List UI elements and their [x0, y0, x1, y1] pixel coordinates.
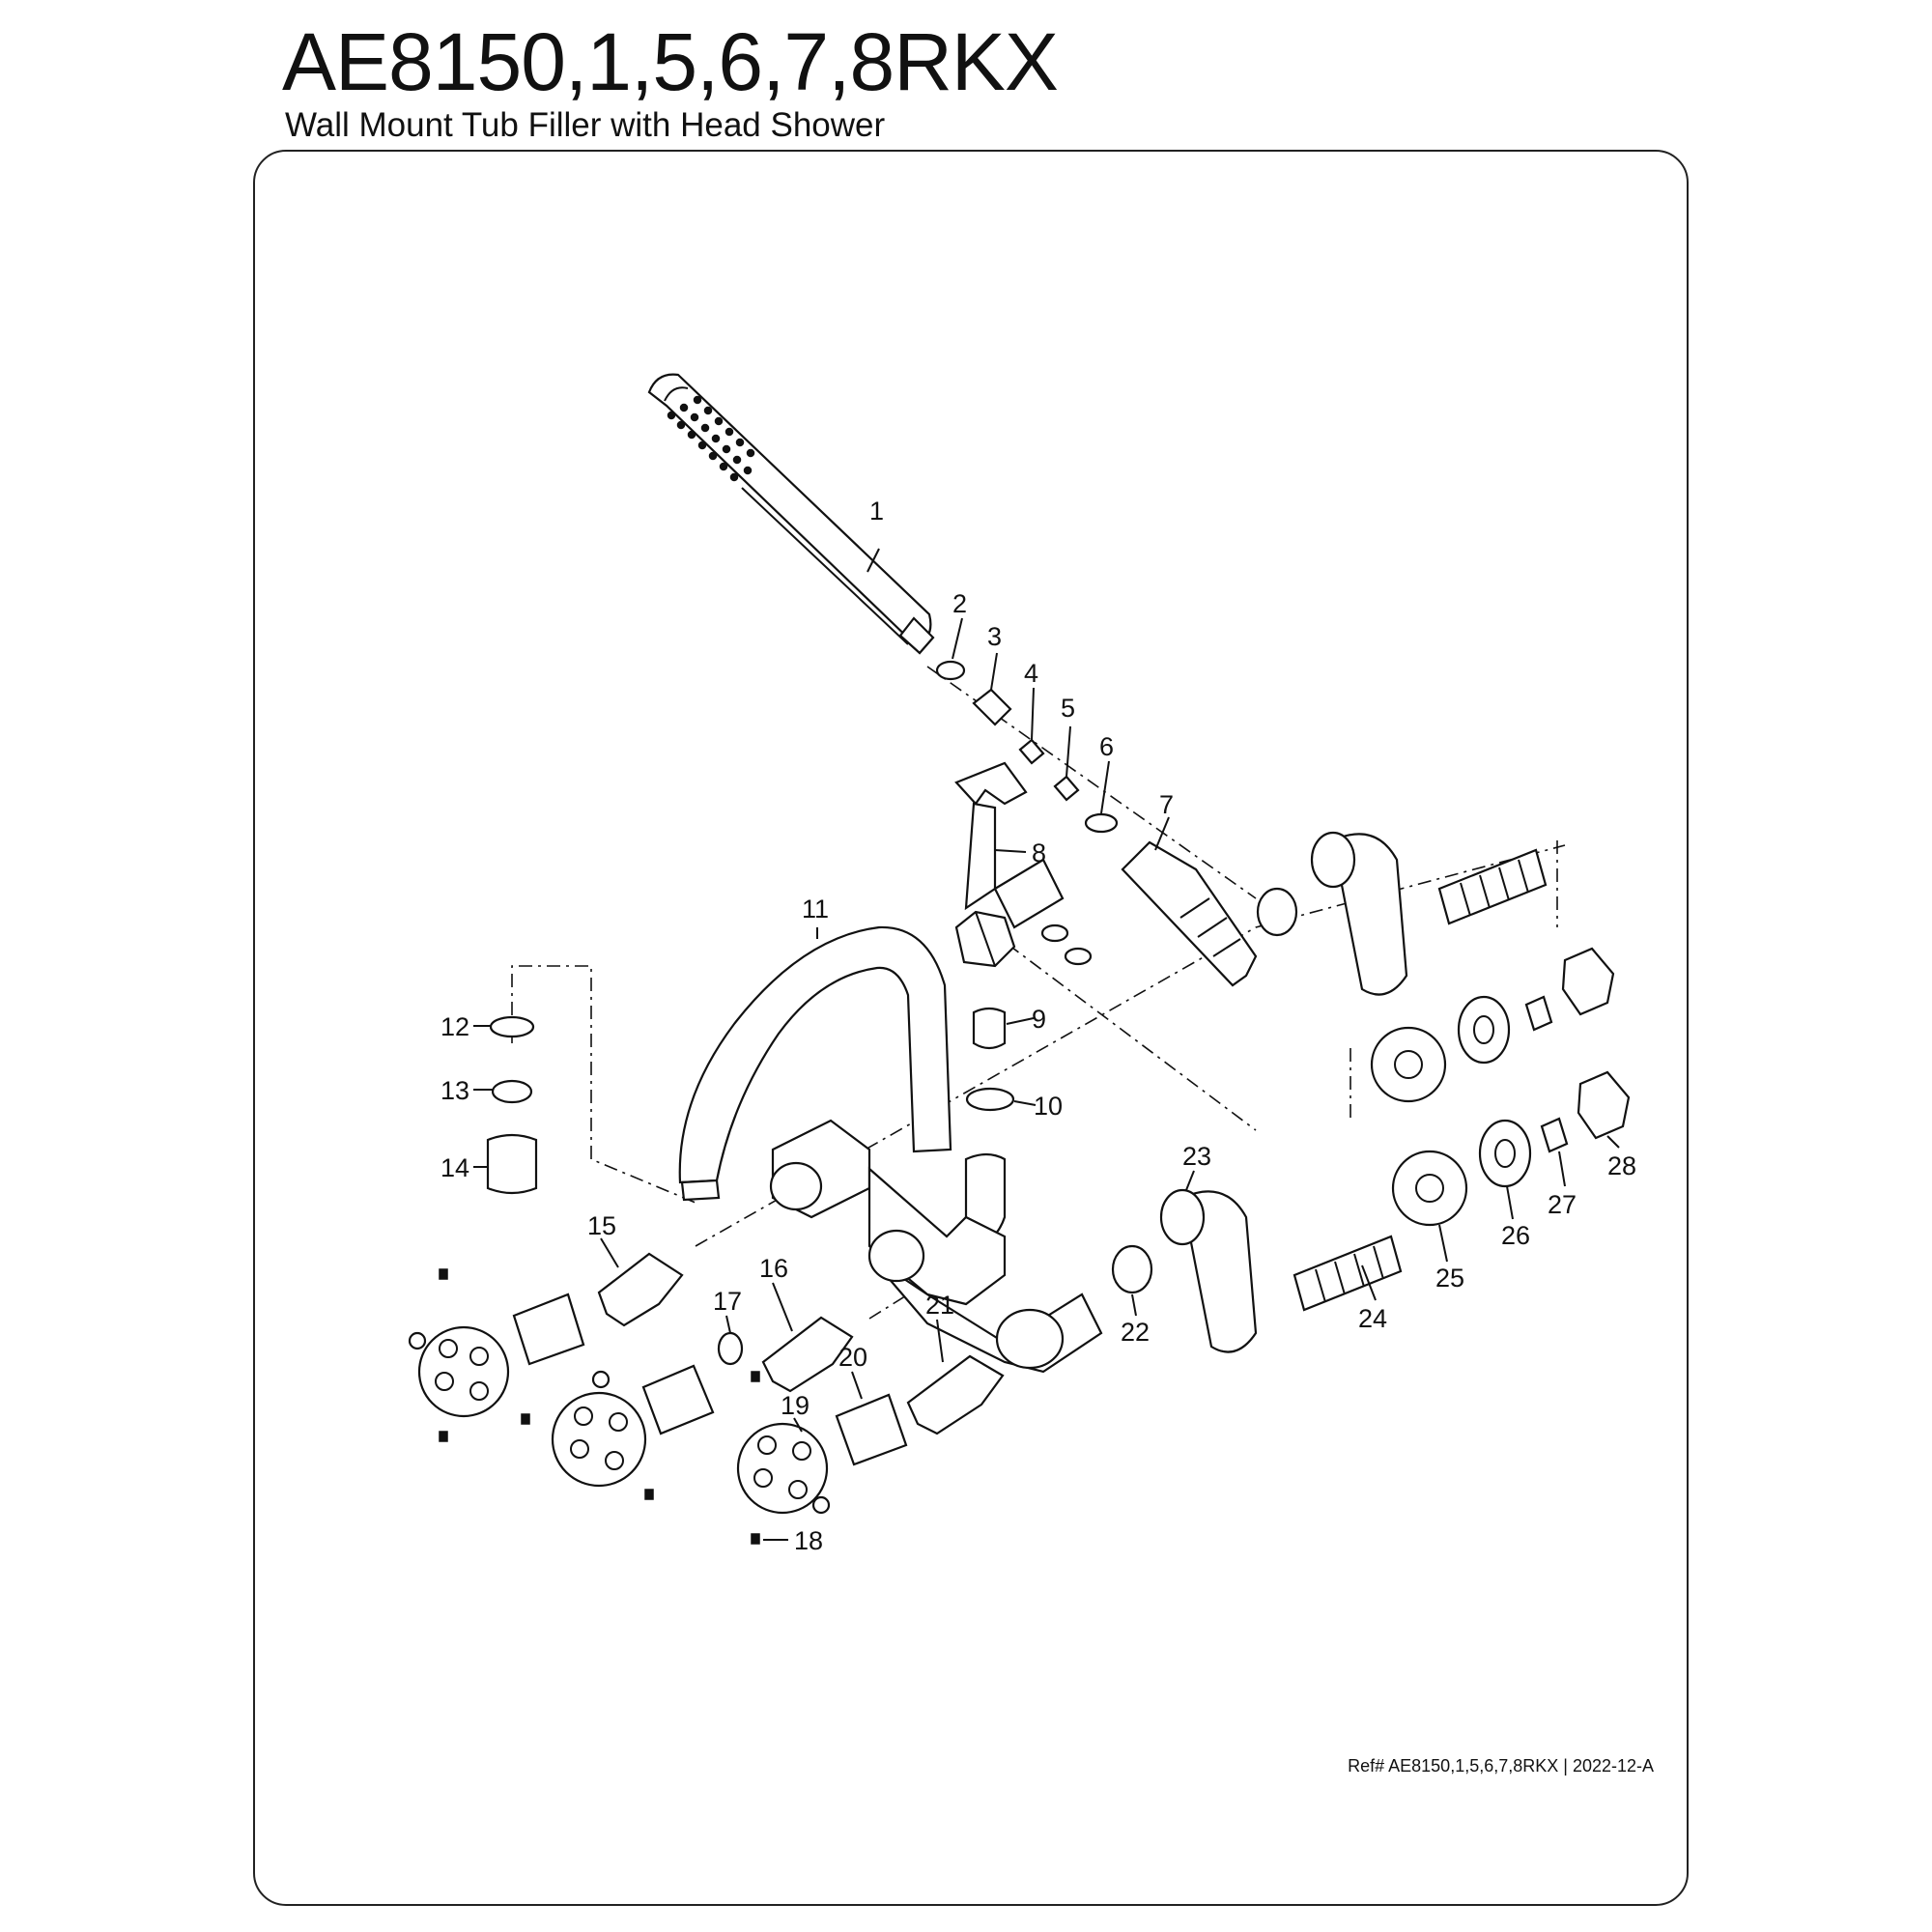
inlet-gasket-part	[1111, 1244, 1153, 1294]
bracket-washer-part	[1040, 923, 1069, 943]
bracket-washer-part-2	[1064, 947, 1093, 966]
callout-8: 8	[1032, 838, 1046, 867]
set-screw-part-5	[751, 1371, 760, 1382]
flange-hole	[1494, 1139, 1516, 1168]
cover-plate-hole	[1415, 1174, 1444, 1203]
cover-plate-part-2	[1370, 1026, 1447, 1103]
washer-part	[1018, 738, 1045, 765]
cartridge-part	[597, 1252, 684, 1327]
callout-7: 7	[1159, 790, 1174, 819]
flange-hole-2	[1473, 1015, 1494, 1044]
hose-end-part	[1121, 840, 1258, 987]
hose-nut-part	[972, 688, 1012, 726]
callout-10: 10	[1034, 1092, 1063, 1121]
cross-handle-part	[408, 1325, 510, 1418]
callout-13: 13	[440, 1076, 469, 1105]
assembly-centerlines	[511, 666, 1566, 1320]
cartridge-part-2	[906, 1354, 1005, 1435]
check-valve-part	[972, 1007, 1007, 1050]
threaded-adapter-part	[1293, 1235, 1403, 1312]
callout-24: 24	[1358, 1304, 1387, 1333]
cover-plate-part	[1391, 1150, 1468, 1227]
handle-sleeve-part-2	[641, 1364, 715, 1435]
cover-plate-hole-2	[1394, 1050, 1423, 1079]
set-screw-part-2	[439, 1431, 448, 1442]
callout-27: 27	[1548, 1190, 1577, 1219]
callout-21: 21	[925, 1291, 954, 1320]
callout-28: 28	[1607, 1151, 1636, 1180]
set-screw-part	[439, 1268, 448, 1280]
callout-3: 3	[987, 622, 1002, 651]
escutcheon-part-2	[1310, 831, 1408, 996]
callout-9: 9	[1032, 1005, 1046, 1034]
callout-15: 15	[587, 1211, 616, 1240]
leader-lines	[473, 548, 1620, 1541]
callout-23: 23	[1182, 1142, 1211, 1171]
handle-sleeve-part-3	[835, 1393, 908, 1466]
diverter-ring-part	[717, 1331, 744, 1366]
aerator-housing-part	[486, 1133, 538, 1195]
seal-ring-part	[1084, 812, 1119, 834]
valve-body-part	[769, 1119, 1103, 1374]
set-screw-part-3	[521, 1413, 530, 1425]
callout-2: 2	[952, 589, 967, 618]
aerator-washer-part	[489, 1015, 535, 1038]
ferrule-part-2	[1524, 995, 1553, 1032]
page-title: AE8150,1,5,6,7,8RKX	[282, 16, 1059, 107]
callout-4: 4	[1024, 659, 1038, 688]
hand-shower-part	[647, 373, 935, 655]
callout-11: 11	[802, 895, 829, 923]
callout-26: 26	[1501, 1221, 1530, 1250]
inlet-gasket-part-2	[1256, 887, 1298, 937]
threaded-adapter-part-2	[1437, 848, 1548, 925]
spout-part	[678, 925, 952, 1202]
gasket-part	[965, 1087, 1015, 1112]
set-screw-part-6	[751, 1533, 760, 1545]
filter-screen-part	[1053, 775, 1080, 802]
set-screw-part-4	[644, 1489, 654, 1500]
shower-bracket-part	[954, 761, 1065, 968]
diverter-cartridge-part	[761, 1316, 854, 1393]
hex-nut-part-2	[1561, 947, 1615, 1016]
callout-18: 18	[794, 1526, 823, 1555]
diagram-frame	[253, 150, 1689, 1906]
escutcheon-part	[1159, 1188, 1258, 1353]
hex-nut-part	[1577, 1070, 1631, 1140]
callout-25: 25	[1435, 1264, 1464, 1293]
callout-6: 6	[1099, 732, 1114, 761]
cross-handle-part-3	[736, 1422, 831, 1515]
callout-20: 20	[838, 1343, 867, 1372]
callout-14: 14	[440, 1153, 469, 1182]
cross-handle-part-2	[551, 1370, 647, 1488]
flange-part-2	[1457, 995, 1511, 1065]
callout-12: 12	[440, 1012, 469, 1041]
callout-labels: 1 2 3 4 5 6 7 8 9 10 11 12 13 14 15 16 1…	[440, 497, 1636, 1555]
callout-17: 17	[713, 1287, 742, 1316]
ferrule-part	[1540, 1117, 1569, 1153]
aerator-insert-part	[491, 1079, 533, 1104]
page-subtitle: Wall Mount Tub Filler with Head Shower	[285, 106, 886, 144]
handle-sleeve-part	[512, 1293, 585, 1366]
callout-22: 22	[1121, 1318, 1150, 1347]
callout-16: 16	[759, 1254, 788, 1283]
o-ring-part	[935, 660, 966, 681]
callout-1: 1	[869, 497, 884, 526]
flange-part	[1478, 1119, 1532, 1188]
callout-19: 19	[781, 1391, 810, 1420]
reference-number: Ref# AE8150,1,5,6,7,8RKX | 2022-12-A	[1348, 1756, 1654, 1776]
callout-5: 5	[1061, 694, 1075, 723]
